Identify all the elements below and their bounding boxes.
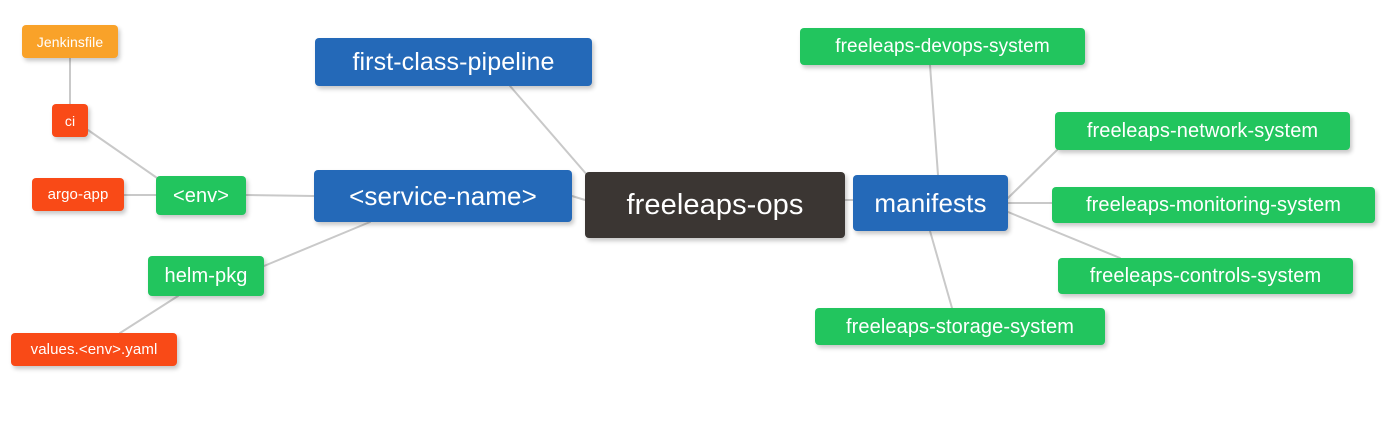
node-env[interactable]: <env> — [156, 176, 246, 215]
node-label-freeleaps-ops: freeleaps-ops — [626, 188, 804, 221]
edge-env-to-service-name — [245, 194, 315, 197]
node-freeleaps-network-system[interactable]: freeleaps-network-system — [1055, 112, 1350, 150]
edge-helm-pkg-to-values-yaml — [119, 295, 179, 334]
node-label-first-class-pipeline: first-class-pipeline — [352, 47, 555, 76]
node-label-manifests: manifests — [874, 188, 987, 218]
edge-manifests-to-freeleaps-storage-system — [929, 230, 953, 309]
node-manifests[interactable]: manifests — [853, 175, 1008, 231]
node-ci[interactable]: ci — [52, 104, 88, 137]
edge-service-name-to-freeleaps-ops — [571, 195, 586, 201]
node-argo-app[interactable]: argo-app — [32, 178, 124, 211]
node-helm-pkg[interactable]: helm-pkg — [148, 256, 264, 296]
edge-ci-to-env — [87, 129, 161, 181]
node-label-env: <env> — [172, 184, 230, 207]
node-values-yaml[interactable]: values.<env>.yaml — [11, 333, 177, 366]
node-freeleaps-controls-system[interactable]: freeleaps-controls-system — [1058, 258, 1353, 294]
edge-manifests-to-freeleaps-devops-system — [929, 64, 939, 176]
node-label-freeleaps-devops-system: freeleaps-devops-system — [835, 36, 1050, 57]
node-label-freeleaps-controls-system: freeleaps-controls-system — [1089, 265, 1322, 287]
node-label-values-yaml: values.<env>.yaml — [30, 341, 158, 358]
node-label-freeleaps-network-system: freeleaps-network-system — [1086, 120, 1319, 142]
node-freeleaps-devops-system[interactable]: freeleaps-devops-system — [800, 28, 1085, 65]
edge-first-class-pipeline-to-freeleaps-ops — [509, 85, 589, 177]
node-label-helm-pkg: helm-pkg — [164, 265, 248, 287]
node-label-freeleaps-storage-system: freeleaps-storage-system — [845, 315, 1075, 338]
edge-manifests-to-freeleaps-network-system — [1007, 149, 1058, 199]
node-label-jenkinsfile: Jenkinsfile — [36, 33, 104, 50]
node-freeleaps-ops[interactable]: freeleaps-ops — [585, 172, 845, 238]
node-jenkinsfile[interactable]: Jenkinsfile — [22, 25, 118, 58]
edge-service-name-to-helm-pkg — [263, 221, 371, 267]
node-label-service-name: <service-name> — [349, 181, 537, 211]
node-freeleaps-monitoring-system[interactable]: freeleaps-monitoring-system — [1052, 187, 1375, 223]
node-label-ci: ci — [64, 112, 76, 129]
node-service-name[interactable]: <service-name> — [314, 170, 572, 222]
node-first-class-pipeline[interactable]: first-class-pipeline — [315, 38, 592, 86]
node-freeleaps-storage-system[interactable]: freeleaps-storage-system — [815, 308, 1105, 345]
node-label-freeleaps-monitoring-system: freeleaps-monitoring-system — [1085, 194, 1341, 216]
node-label-argo-app: argo-app — [47, 186, 109, 203]
